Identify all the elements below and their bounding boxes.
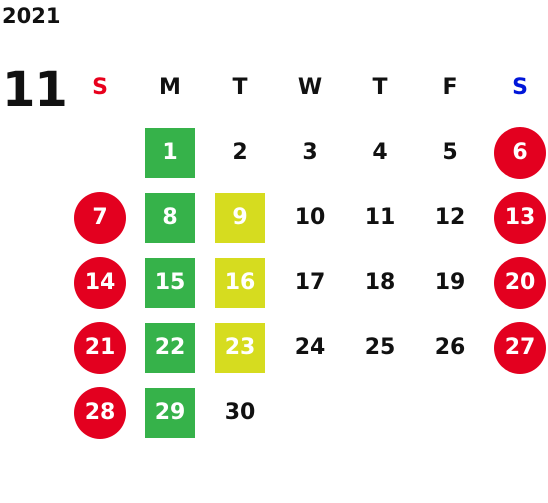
day-cell[interactable]: 11 bbox=[345, 185, 415, 250]
day-cell[interactable]: 5 bbox=[415, 120, 485, 185]
day-cell[interactable]: 17 bbox=[275, 250, 345, 315]
day-number-holiday: 28 bbox=[74, 386, 126, 439]
day-cell[interactable]: 25 bbox=[345, 315, 415, 380]
day-number-green: 15 bbox=[145, 257, 195, 308]
day-number-holiday: 13 bbox=[494, 191, 546, 244]
day-number-holiday: 21 bbox=[74, 321, 126, 374]
day-cell[interactable]: 21 bbox=[65, 315, 135, 380]
empty-cell bbox=[485, 380, 548, 445]
day-number-holiday: 14 bbox=[74, 256, 126, 309]
day-number: 30 bbox=[224, 400, 256, 425]
day-cell[interactable]: 7 bbox=[65, 185, 135, 250]
day-cell[interactable]: 22 bbox=[135, 315, 205, 380]
year-label: 2021 bbox=[2, 4, 61, 28]
day-cell[interactable]: 26 bbox=[415, 315, 485, 380]
day-cell[interactable]: 16 bbox=[205, 250, 275, 315]
day-number: 3 bbox=[302, 140, 318, 165]
day-cell[interactable]: 9 bbox=[205, 185, 275, 250]
day-number-holiday: 20 bbox=[494, 256, 546, 309]
day-number-yellow: 23 bbox=[215, 322, 265, 373]
day-number: 19 bbox=[434, 270, 466, 295]
weekday-thursday: T bbox=[372, 75, 388, 100]
day-number: 4 bbox=[372, 140, 388, 165]
day-cell[interactable]: 4 bbox=[345, 120, 415, 185]
weekday-wednesday: W bbox=[297, 75, 323, 100]
day-number: 18 bbox=[364, 270, 396, 295]
day-number-holiday: 27 bbox=[494, 321, 546, 374]
day-number: 25 bbox=[364, 335, 396, 360]
day-cell[interactable]: 30 bbox=[205, 380, 275, 445]
day-cell[interactable]: 3 bbox=[275, 120, 345, 185]
day-number: 10 bbox=[294, 205, 326, 230]
day-cell[interactable]: 13 bbox=[485, 185, 548, 250]
day-cell[interactable]: 27 bbox=[485, 315, 548, 380]
weekday-friday: F bbox=[442, 75, 458, 100]
day-number: 12 bbox=[434, 205, 466, 230]
weekday-header: S M T W T F S bbox=[65, 55, 548, 120]
day-cell[interactable]: 18 bbox=[345, 250, 415, 315]
day-cell[interactable]: 10 bbox=[275, 185, 345, 250]
day-number-green: 29 bbox=[145, 387, 195, 438]
empty-cell bbox=[415, 380, 485, 445]
day-cell[interactable]: 12 bbox=[415, 185, 485, 250]
calendar-week-row: 1 2 3 4 5 6 bbox=[65, 120, 548, 185]
day-cell[interactable]: 29 bbox=[135, 380, 205, 445]
calendar-week-row: 28 29 30 bbox=[65, 380, 548, 445]
day-cell[interactable]: 2 bbox=[205, 120, 275, 185]
day-cell[interactable]: 28 bbox=[65, 380, 135, 445]
day-number-green: 8 bbox=[145, 192, 195, 243]
day-number-green: 1 bbox=[145, 127, 195, 178]
calendar-week-row: 14 15 16 17 18 19 20 bbox=[65, 250, 548, 315]
calendar-week-row: 21 22 23 24 25 26 27 bbox=[65, 315, 548, 380]
day-cell[interactable]: 24 bbox=[275, 315, 345, 380]
weekday-sunday: S bbox=[92, 75, 108, 100]
day-number-holiday: 6 bbox=[494, 126, 546, 179]
day-number-yellow: 16 bbox=[215, 257, 265, 308]
day-cell[interactable]: 14 bbox=[65, 250, 135, 315]
day-number: 5 bbox=[442, 140, 458, 165]
day-number-green: 22 bbox=[145, 322, 195, 373]
day-cell[interactable]: 8 bbox=[135, 185, 205, 250]
weekday-tuesday: T bbox=[232, 75, 248, 100]
day-number-yellow: 9 bbox=[215, 192, 265, 243]
day-number: 26 bbox=[434, 335, 466, 360]
empty-cell bbox=[345, 380, 415, 445]
day-number: 2 bbox=[232, 140, 248, 165]
day-cell[interactable]: 15 bbox=[135, 250, 205, 315]
day-cell[interactable]: 19 bbox=[415, 250, 485, 315]
month-number: 11 bbox=[2, 62, 68, 118]
day-number: 17 bbox=[294, 270, 326, 295]
day-cell[interactable]: 1 bbox=[135, 120, 205, 185]
weekday-monday: M bbox=[159, 75, 181, 100]
day-number: 11 bbox=[364, 205, 396, 230]
weekday-saturday: S bbox=[512, 75, 528, 100]
empty-cell bbox=[65, 120, 135, 185]
empty-cell bbox=[275, 380, 345, 445]
day-number: 24 bbox=[294, 335, 326, 360]
day-cell[interactable]: 6 bbox=[485, 120, 548, 185]
day-number-holiday: 7 bbox=[74, 191, 126, 244]
day-cell[interactable]: 20 bbox=[485, 250, 548, 315]
day-cell[interactable]: 23 bbox=[205, 315, 275, 380]
